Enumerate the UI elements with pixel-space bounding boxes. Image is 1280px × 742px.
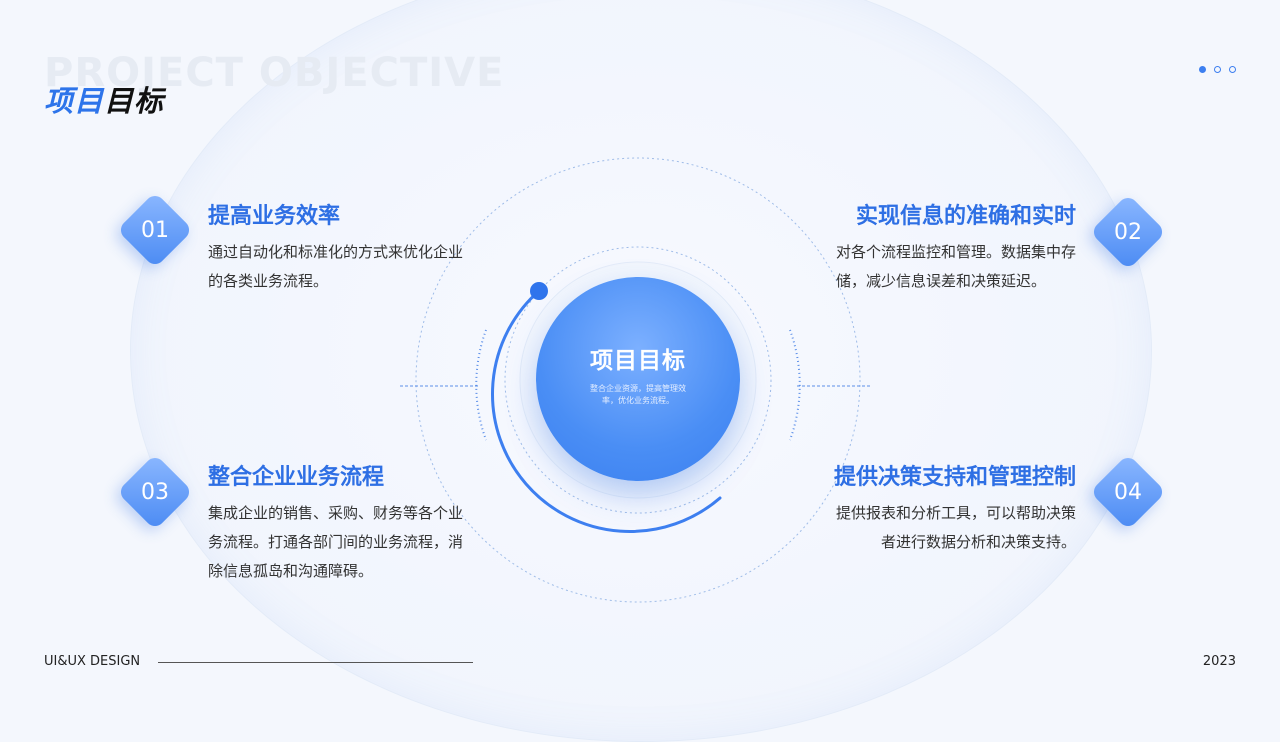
page-dot-3[interactable]	[1229, 66, 1236, 73]
footer-brand: UI&UX DESIGN	[44, 654, 141, 669]
center-goal-circle: 项目目标 整合企业资源，提高管理效率，优化业务流程。	[536, 277, 740, 481]
item-01-title: 提高业务效率	[208, 204, 341, 229]
left-tick-arc	[475, 329, 487, 441]
footer-divider	[158, 662, 473, 663]
page-title-rest: 目标	[104, 84, 165, 118]
item-04-title: 提供决策支持和管理控制	[833, 465, 1076, 490]
number-badge-01: 01	[116, 191, 194, 269]
item-04-desc: 提供报表和分析工具，可以帮助决策者进行数据分析和决策支持。	[835, 504, 1076, 551]
page-dot-1[interactable]	[1199, 66, 1206, 73]
item-02-desc: 对各个流程监控和管理。数据集中存储，减少信息误差和决策延迟。	[836, 243, 1077, 290]
progress-arc	[490, 288, 722, 534]
number-badge-01-text: 01	[141, 217, 169, 243]
number-badge-03: 03	[116, 453, 194, 531]
page-indicator	[1199, 66, 1236, 73]
item-01-desc: 通过自动化和标准化的方式来优化企业的各类业务流程。	[208, 243, 464, 290]
middle-dotted-ring	[504, 246, 772, 514]
item-03-desc: 集成企业的销售、采购、财务等各个业务流程。打通各部门间的业务流程，消除信息孤岛和…	[208, 504, 464, 580]
right-tick-arc	[789, 329, 801, 441]
footer-year: 2023	[1202, 654, 1236, 669]
item-02-title: 实现信息的准确和实时	[855, 204, 1076, 229]
center-subtitle: 整合企业资源，提高管理效率，优化业务流程。	[590, 384, 686, 405]
number-badge-04: 04	[1089, 453, 1167, 531]
page-title: 项目目标	[44, 78, 164, 120]
number-badge-03-text: 03	[141, 479, 169, 505]
item-03-title: 整合企业业务流程	[208, 465, 385, 490]
number-badge-04-text: 04	[1114, 479, 1142, 505]
number-badge-02: 02	[1089, 193, 1167, 271]
progress-arc-knob	[530, 282, 548, 300]
page-dot-2[interactable]	[1214, 66, 1221, 73]
outer-dotted-ring	[415, 157, 861, 603]
background-watermark-text: PROJECT OBJECTIVE	[44, 50, 505, 96]
number-badge-02-text: 02	[1114, 219, 1142, 245]
page-title-highlight: 项目	[44, 84, 105, 118]
center-title: 项目目标	[590, 348, 686, 374]
